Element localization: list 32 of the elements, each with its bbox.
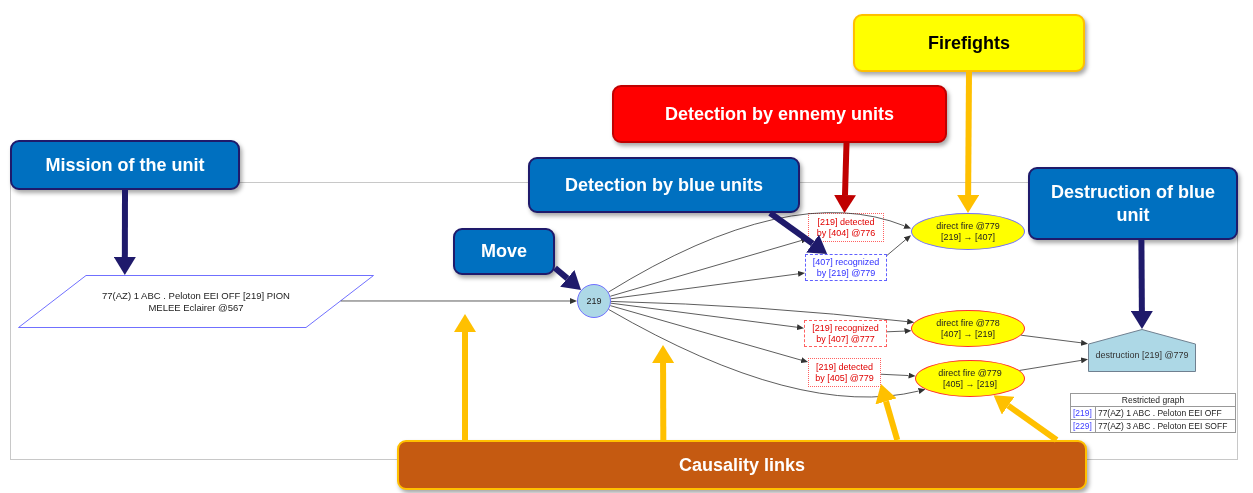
event-box: [219] detected by [405] @779 [808,358,881,387]
callout-arrow [957,71,980,213]
callout-box: Detection by blue units [528,157,800,213]
callout-arrow [768,210,828,254]
callout-arrow [834,142,856,213]
callout-box: Firefights [853,14,1085,72]
event-box: [407] recognized by [219] @779 [805,254,887,281]
event-box: [219] recognized by [407] @777 [804,320,887,347]
circle-node: 219 [577,284,611,318]
unit-id: [219] [1070,406,1096,420]
callout-box: Detection by ennemy units [612,85,947,143]
callout-box: Move [453,228,555,275]
callout-arrow [553,265,582,290]
unit-id: [229] [1070,419,1096,433]
unit-name: 77(AZ) 1 ABC . Peloton EEI OFF [1095,406,1236,420]
ellipse-node: direct fire @778 [407] → [219] [911,310,1025,347]
pentagon-node: destruction [219] @779 [1088,329,1196,372]
callout-arrow [1130,239,1153,329]
callout-arrow [875,384,901,441]
parallelogram-node: 77(AZ) 1 ABC . Peloton EEI OFF [219] PION MELEE Eclairer @567 [18,275,374,328]
ellipse-node: direct fire @779 [219] → [407] [911,213,1025,250]
callout-box: Causality links [397,440,1087,490]
callout-arrow [454,314,476,440]
table-title: Restricted graph [1070,393,1236,407]
unit-name: 77(AZ) 3 ABC . Peloton EEI SOFF [1095,419,1236,433]
callout-arrow [993,395,1059,443]
event-box: [219] detected by [404] @776 [808,213,884,242]
callout-arrow [113,190,136,275]
ellipse-node: direct fire @779 [405] → [219] [915,360,1025,397]
callout-arrow [652,345,675,440]
callout-box: Mission of the unit [10,140,240,190]
callout-box: Destruction of blue unit [1028,167,1238,240]
